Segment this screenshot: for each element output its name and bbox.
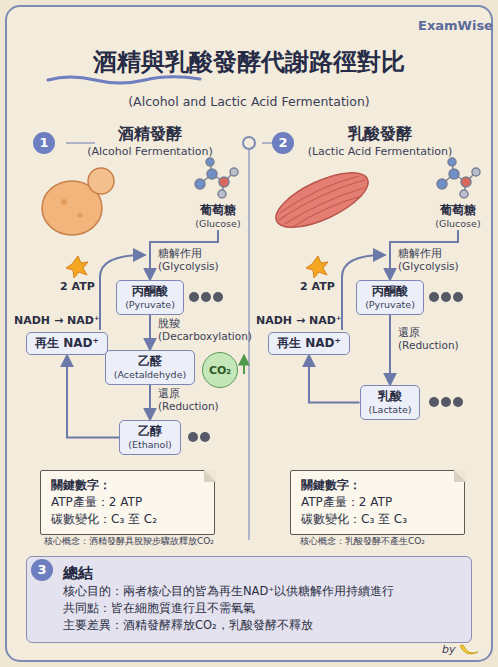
atp-burst	[66, 256, 88, 278]
glucose-molecule	[437, 158, 480, 198]
atp-label: 2 ATP	[60, 280, 95, 293]
callout-number: 1	[33, 132, 55, 154]
node-text: ATP產量：2 ATP	[301, 494, 454, 511]
flow-arrow	[149, 315, 151, 349]
node-text: 乳酸	[369, 389, 412, 404]
subtitle: (Alcohol and Lactic Acid Fermentation)	[128, 94, 370, 109]
node-text: 總結	[63, 563, 459, 583]
node-text: 主要差異：酒精發酵釋放CO₂，乳酸發酵不釋放	[63, 617, 459, 634]
molecule-label: 葡萄糖(Glucose)	[193, 203, 242, 230]
node-text: 碳數變化：C₃ 至 C₃	[301, 511, 454, 528]
node-text: 丙酮酸	[365, 284, 415, 299]
atp-burst	[306, 256, 328, 278]
title: 酒精與乳酸發酵代謝路徑對比	[0, 46, 498, 78]
callout-number: 2	[272, 132, 294, 154]
atp-label: 2 ATP	[300, 280, 335, 293]
node-text: 乙醇	[128, 424, 171, 439]
flow-arrow	[389, 315, 391, 384]
node-text: 葡萄糖	[195, 203, 240, 218]
compound-box: 乙醇(Ethanol)	[119, 420, 180, 455]
flow-arrow	[309, 356, 360, 403]
release-arrow	[243, 356, 245, 374]
node-text: ATP產量：2 ATP	[51, 494, 204, 511]
carbon-dots	[188, 292, 463, 442]
summary-band: 總結核心目的：兩者核心目的皆為再生NAD⁺以供糖解作用持續進行共同點：皆在細胞質…	[26, 556, 472, 643]
yeast-cell	[42, 168, 114, 235]
node-text: 乙醛	[114, 354, 186, 369]
co2-bubble: CO₂	[202, 352, 238, 388]
compound-box: 乙醛(Acetaldehyde)	[105, 350, 195, 385]
node-text: 共同點：皆在細胞質進行且不需氧氣	[63, 600, 459, 617]
edge-label: 還原 (Reduction)	[398, 326, 478, 352]
molecule-label: 葡萄糖(Glucose)	[433, 203, 482, 230]
node-text: (Glucose)	[435, 218, 480, 230]
compound-box: 丙酮酸(Pyruvate)	[356, 280, 424, 315]
edge-label: 脫羧 (Decarboxylation)	[158, 317, 250, 343]
section-heading: 乳酸發酵	[348, 124, 412, 145]
section-subheading: (Lactic Acid Fermentation)	[308, 145, 453, 158]
node-text: (Acetaldehyde)	[114, 369, 186, 381]
muscle-tissue	[269, 162, 376, 239]
node-text: 碳數變化：C₃ 至 C₂	[51, 511, 204, 528]
node-text: 關鍵數字：	[301, 477, 454, 494]
node-text: 再生 NAD⁺	[35, 336, 99, 351]
node-text: CO₂	[209, 364, 231, 377]
banana-icon	[460, 645, 478, 654]
node-text: 核心目的：兩者核心目的皆為再生NAD⁺以供糖解作用持續進行	[63, 583, 459, 600]
compound-box: 丙酮酸(Pyruvate)	[116, 280, 184, 315]
flow-arrow	[149, 385, 151, 419]
node-text: (Pyruvate)	[125, 299, 175, 311]
node-text: 關鍵數字：	[51, 477, 204, 494]
node-text: (Ethanol)	[128, 439, 171, 451]
nadh-label: NADH → NAD⁺	[14, 314, 100, 327]
signature: by	[442, 643, 456, 656]
regen-box: 再生 NAD⁺	[26, 332, 108, 355]
node-text: (Lactate)	[369, 404, 412, 416]
concept-note: 核心概念：酒精發酵具脫羧步驟故釋放CO₂	[44, 535, 214, 548]
node-text: 丙酮酸	[125, 284, 175, 299]
brand-logo: ExamWise	[418, 18, 493, 33]
node-text: (Glucose)	[195, 218, 240, 230]
edge-label: 還原 (Reduction)	[158, 387, 238, 413]
section-subheading: (Alcohol Fermentation)	[87, 145, 213, 158]
node-text: 葡萄糖	[435, 203, 480, 218]
node-text: (Pyruvate)	[365, 299, 415, 311]
compound-box: 乳酸(Lactate)	[360, 385, 421, 420]
node-text: 再生 NAD⁺	[277, 336, 341, 351]
regen-box: 再生 NAD⁺	[268, 332, 350, 355]
concept-note: 核心概念：乳酸發酵不產生CO₂	[300, 535, 425, 548]
nadh-label: NADH → NAD⁺	[256, 314, 342, 327]
edge-label: 糖解作用 (Glycolysis)	[158, 247, 238, 273]
callout-number: 3	[31, 559, 53, 581]
key-numbers-note: 關鍵數字：ATP產量：2 ATP碳數變化：C₃ 至 C₃	[290, 470, 465, 535]
glucose-molecule	[195, 158, 238, 198]
section-heading: 酒精發酵	[118, 124, 182, 145]
edge-label: 糖解作用 (Glycolysis)	[398, 247, 478, 273]
key-numbers-note: 關鍵數字：ATP產量：2 ATP碳數變化：C₃ 至 C₂	[40, 470, 215, 535]
